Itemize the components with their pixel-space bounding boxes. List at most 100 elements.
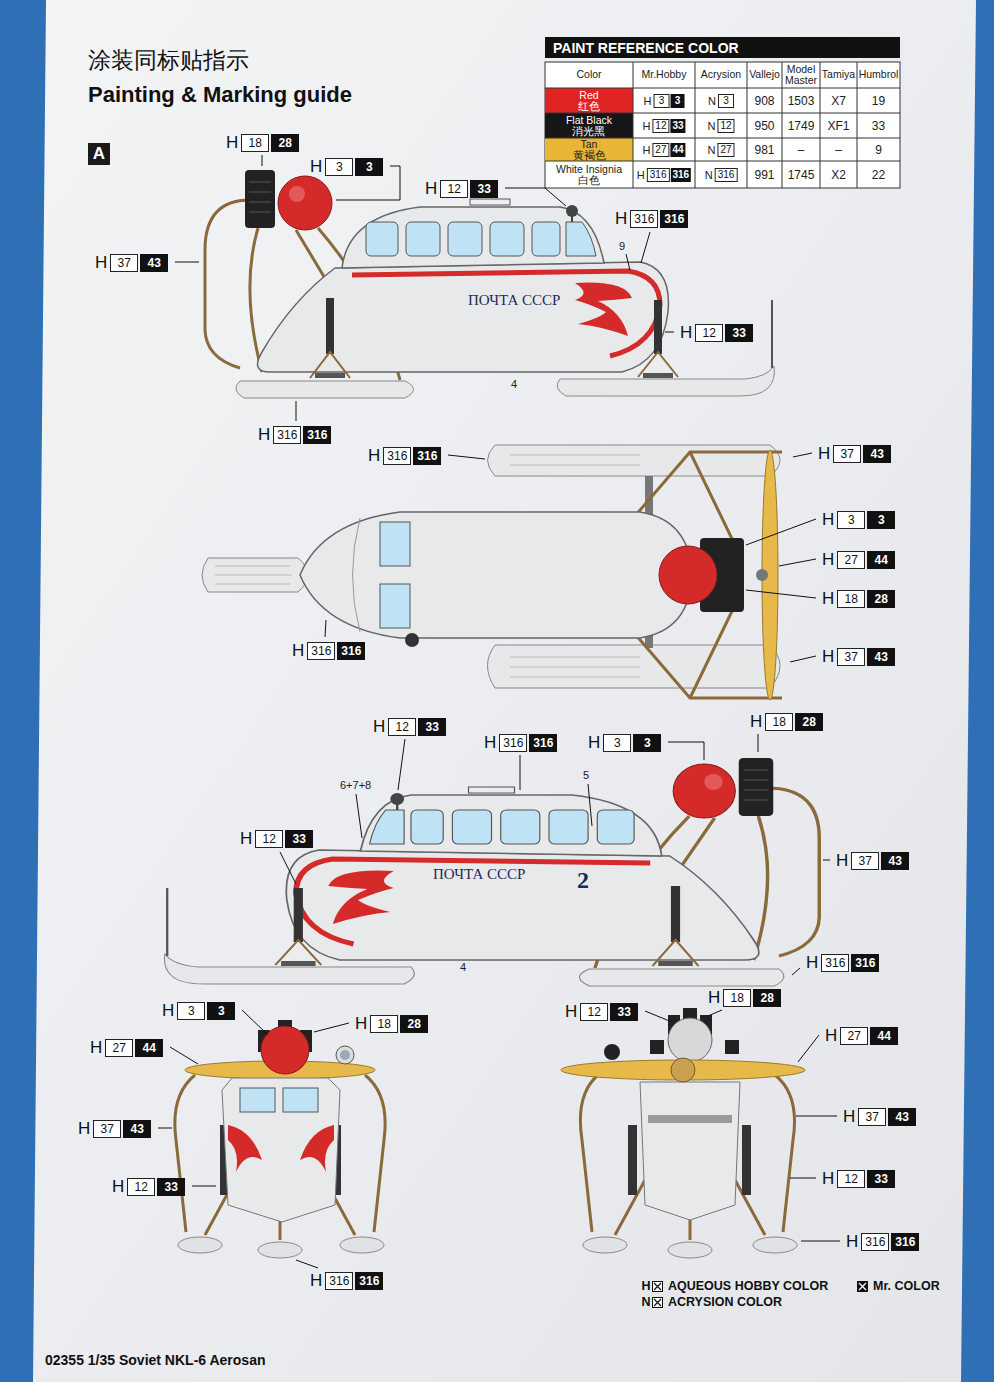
table-cell-slot: 908	[754, 94, 774, 108]
frame-tube	[175, 1075, 385, 1240]
callout-number: 6+7+8	[340, 779, 371, 791]
red-flourish	[575, 283, 632, 336]
paint-prefix: H	[90, 1038, 102, 1058]
shock-strut	[326, 298, 334, 354]
table-cell: 1745	[788, 168, 815, 182]
paint-code: 28	[753, 989, 781, 1007]
panel-line	[353, 518, 361, 632]
paint-code: 43	[863, 445, 891, 463]
paint-code: 33	[285, 830, 313, 848]
red-flourish	[228, 1125, 334, 1172]
table-cell-slot: –	[798, 143, 805, 157]
paint-code: 28	[867, 590, 895, 608]
paint-prefix: H	[162, 1001, 174, 1021]
engine-cowl	[278, 176, 332, 230]
paint-prefix: H	[565, 1002, 577, 1022]
paint-code-cell: 27	[717, 143, 734, 157]
table-cell-slot: X2	[831, 168, 846, 182]
legend-text: Mr. COLOR	[873, 1279, 940, 1293]
paint-callout: H1828	[355, 1014, 429, 1034]
paint-callout: H33	[310, 157, 384, 177]
paint-prefix: H	[818, 444, 830, 464]
color-name-cell-slot: Flat Black消光黑	[566, 114, 612, 136]
legend-swatch	[857, 1281, 868, 1292]
paint-code: 316	[337, 642, 365, 660]
paint-prefix: H	[822, 647, 834, 667]
table-header-cell-slot: Mr.Hobby	[642, 69, 687, 80]
table-cell-slot: 981	[754, 143, 774, 157]
kit-caption: 02355 1/35 Soviet NKL-6 Aerosan	[45, 1352, 265, 1368]
legend-text: AQUEOUS HOBBY COLOR	[668, 1279, 828, 1293]
ski	[258, 1242, 302, 1258]
cooling-fins	[249, 182, 271, 212]
vehicle-number: 2	[577, 867, 589, 894]
paint-code: 316	[413, 447, 441, 465]
table-header-cell: Color	[576, 69, 601, 80]
window	[448, 222, 482, 256]
leader-lines	[158, 155, 840, 1268]
paint-code: 12	[695, 324, 723, 342]
paint-code-cell: H	[637, 169, 645, 181]
paint-code: 44	[870, 1027, 898, 1045]
paint-callout: H316316	[310, 1271, 384, 1291]
engine-cowl	[261, 1026, 309, 1074]
paint-code-cell: 316	[647, 168, 670, 182]
chinese-title: 涂装同标贴指示	[88, 45, 249, 76]
shock-strut	[742, 1125, 751, 1195]
paint-callout: H1233	[822, 1169, 896, 1189]
ski-plate	[315, 373, 345, 378]
paper-sheet	[33, 0, 976, 1382]
paint-code: 316	[660, 210, 688, 228]
color-name-cell: 消光黑	[572, 126, 605, 137]
caption-slot: 02355 1/35 Soviet NKL-6 Aerosan	[45, 1352, 265, 1368]
paint-code-cell: H	[644, 95, 652, 107]
paint-callout: H316316	[484, 733, 558, 753]
paint-prefix: H	[615, 209, 627, 229]
frame-tube	[580, 1075, 794, 1240]
paint-code-cell-slot: N27	[707, 143, 734, 157]
paint-code: 43	[140, 254, 168, 272]
engine-cylinder	[650, 1040, 664, 1054]
fuselage-marking: ПОЧТА СССР	[433, 866, 525, 883]
paint-code-cell-slot: N316	[705, 168, 738, 182]
fuselage-marking: ПОЧТА СССР	[468, 292, 560, 309]
table-header-bar	[545, 37, 900, 58]
paint-code: 37	[110, 254, 138, 272]
table-grid	[545, 62, 900, 188]
paint-callout: H1233	[240, 829, 314, 849]
grille	[648, 1115, 732, 1123]
paint-prefix: H	[836, 851, 848, 871]
hull	[222, 1078, 340, 1222]
paint-callout: H316316	[806, 953, 880, 973]
fuselage-marking-slot: ПОЧТА СССР	[433, 866, 525, 883]
legend-swatch	[652, 1297, 663, 1308]
paint-code-cell: N	[708, 95, 716, 107]
paint-callout: H1828	[226, 133, 300, 153]
table-header-cell-slot: Model Master	[783, 64, 819, 86]
shock-strut	[654, 300, 662, 354]
window	[283, 1088, 318, 1112]
black-cell	[545, 113, 633, 138]
paint-code-cell-slot: H2744	[642, 143, 685, 157]
paint-prefix: H	[822, 550, 834, 570]
paint-code: 316	[383, 447, 411, 465]
table-cell: 1503	[788, 94, 815, 108]
paint-code: 44	[867, 551, 895, 569]
paint-callout: H2744	[822, 550, 896, 570]
paint-code: 33	[867, 1170, 895, 1188]
paint-prefix: H	[310, 1271, 322, 1291]
table-header-cell: Acrysion	[701, 69, 741, 80]
window	[532, 222, 560, 256]
table-cell: 950	[754, 119, 774, 133]
paint-callout: H3743	[818, 444, 892, 464]
sheet-letter: A	[93, 144, 105, 164]
swatch-box	[653, 1281, 663, 1291]
paint-code: 316	[355, 1272, 383, 1290]
cabin	[342, 207, 604, 268]
paint-callout: H1233	[680, 323, 754, 343]
side-ski	[488, 445, 781, 476]
paint-prefix: H	[368, 446, 380, 466]
headlight-lens	[340, 1050, 350, 1060]
callout-number-slot: 9	[619, 240, 625, 252]
